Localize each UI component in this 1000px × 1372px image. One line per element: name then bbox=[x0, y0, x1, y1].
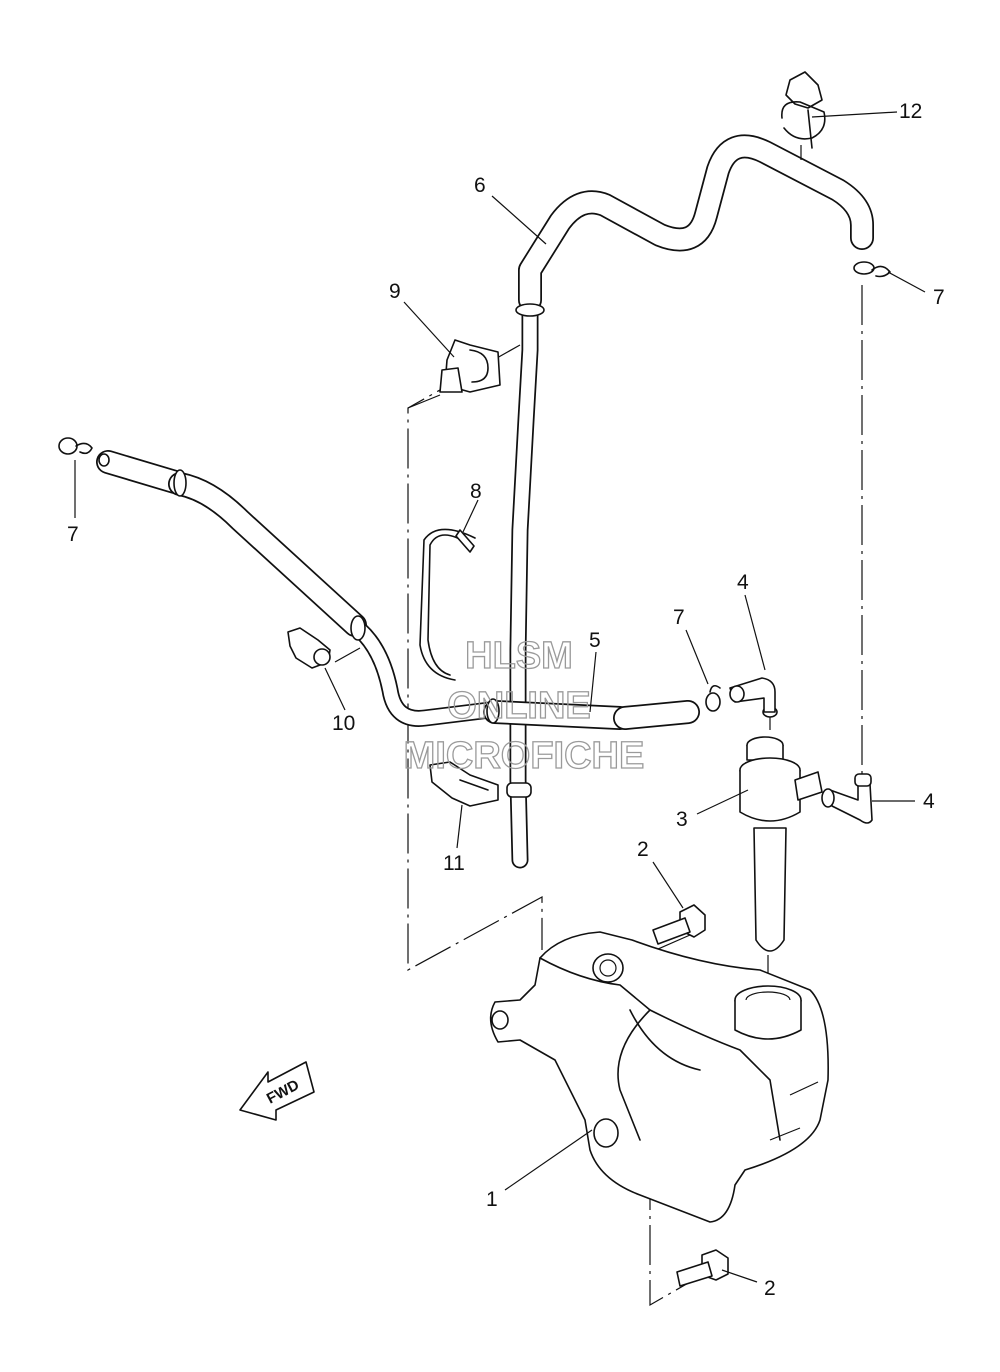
callouts: 1 2 2 3 4 4 5 6 7 7 7 8 9 10 11 12 bbox=[67, 100, 945, 1300]
callout-1: 1 bbox=[486, 1188, 498, 1211]
leader-lines bbox=[74, 111, 926, 1283]
callout-7-middle: 7 bbox=[673, 606, 685, 629]
watermark-line-1: HLSM bbox=[465, 635, 573, 677]
hose-5-left bbox=[96, 450, 700, 730]
fitting-4 bbox=[729, 677, 873, 824]
fwd-arrow: FWD bbox=[239, 1061, 315, 1121]
clip-9 bbox=[439, 339, 501, 393]
callout-8: 8 bbox=[470, 480, 482, 503]
callout-3: 3 bbox=[676, 808, 688, 831]
clip-11 bbox=[429, 761, 499, 807]
callout-10: 10 bbox=[332, 712, 355, 735]
callout-12: 12 bbox=[899, 100, 922, 123]
callout-2-lower: 2 bbox=[764, 1277, 776, 1300]
bolt-2-lower bbox=[676, 1249, 729, 1287]
callout-2-upper: 2 bbox=[637, 838, 649, 861]
watermark-line-2: ONLINE bbox=[447, 685, 591, 727]
strap-8 bbox=[419, 528, 476, 681]
callout-9: 9 bbox=[389, 280, 401, 303]
hose-6 bbox=[506, 134, 874, 869]
clamp-7 bbox=[58, 261, 891, 712]
watermark: HLSM ONLINE MICROFICHE bbox=[403, 634, 645, 777]
clip-12 bbox=[781, 71, 826, 149]
callout-6: 6 bbox=[474, 174, 486, 197]
clip-10 bbox=[287, 627, 361, 669]
reservoir-tank-1 bbox=[489, 931, 829, 1223]
bolt-2-upper bbox=[652, 904, 706, 945]
watermark-line-3: MICROFICHE bbox=[404, 735, 645, 777]
callout-5: 5 bbox=[589, 629, 601, 652]
callout-4-right: 4 bbox=[923, 790, 935, 813]
valve-3 bbox=[739, 706, 823, 952]
callout-7-left: 7 bbox=[67, 523, 79, 546]
callout-4-upper: 4 bbox=[737, 571, 749, 594]
callout-7-right: 7 bbox=[933, 286, 945, 309]
callout-11: 11 bbox=[443, 852, 465, 875]
